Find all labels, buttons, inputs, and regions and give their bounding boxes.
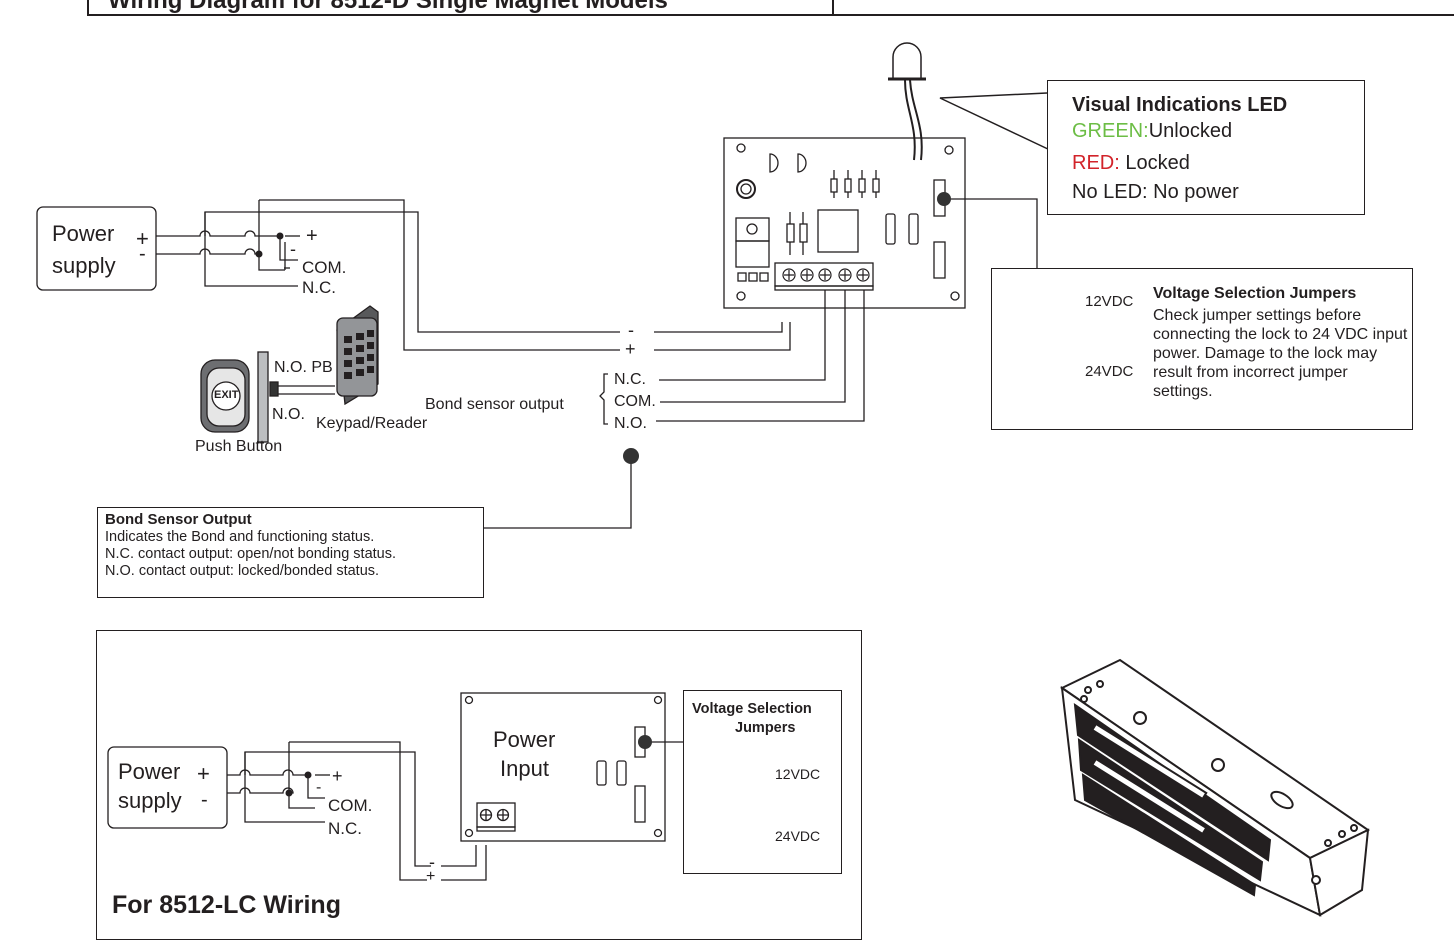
pb-no-label: N.O. PB (274, 359, 333, 376)
lc-terminal-plus: + (332, 766, 343, 786)
led-red-row: RED: Locked (1072, 152, 1190, 174)
terminal-plus: + (306, 225, 318, 247)
lc-power-supply-label: Power (118, 759, 181, 784)
supply-minus: - (139, 243, 146, 265)
keypad-device (336, 305, 379, 406)
power-supply-box (36, 206, 157, 291)
led-green-row: GREEN:Unlocked (1072, 120, 1232, 142)
supply-plus: + (136, 226, 149, 251)
bond-info-title: Bond Sensor Output (105, 511, 252, 528)
bus-minus: - (628, 320, 634, 340)
bond-term-nc: N.C. (614, 371, 646, 388)
pb-no2-label: N.O. (272, 406, 305, 423)
lc-board-label-1: Power (493, 727, 556, 752)
lc-terminal-nc: N.C. (328, 819, 362, 838)
title-box-right (832, 0, 1454, 16)
bond-marker-dot (623, 448, 639, 464)
jumper-24vdc: 24VDC (1085, 363, 1134, 380)
led-green-key: GREEN: (1072, 120, 1149, 142)
lc-bus-minus: - (429, 852, 435, 872)
led-none-row: No LED: No power (1072, 181, 1239, 203)
lc-supply-plus: + (197, 761, 210, 786)
terminal-nc: N.C. (302, 278, 336, 297)
bond-term-com: COM. (614, 393, 656, 410)
jumper-12vdc: 12VDC (1085, 293, 1134, 310)
led-red-value: Locked (1119, 152, 1190, 174)
power-supply-label: Power (52, 221, 115, 246)
bond-info-line1: Indicates the Bond and functioning statu… (105, 529, 375, 545)
lc-jumper-title-1: Voltage Selection (692, 701, 812, 717)
maglock-illustration (1060, 658, 1370, 917)
lc-board-label-2: Input (500, 756, 549, 781)
lc-jumper-12vdc: 12VDC (775, 766, 821, 782)
bus-plus: + (625, 339, 636, 359)
bond-info-line3: N.O. contact output: locked/bonded statu… (105, 563, 380, 579)
lc-terminal-com: COM. (328, 796, 373, 815)
lc-jumper-title-2: Jumpers (735, 720, 796, 736)
bond-info-box (97, 507, 484, 598)
lc-jumper-box (683, 690, 842, 874)
keypad-label: Keypad/Reader (316, 415, 428, 432)
led-green-value: Unlocked (1148, 120, 1233, 142)
led-callout-title: Visual Indications LED (1072, 94, 1288, 116)
jumper-info-title: Voltage Selection Jumpers (1153, 285, 1357, 302)
jumper-marker-dot (937, 192, 951, 206)
lc-bus-plus: + (426, 868, 436, 885)
lc-supply-minus: - (201, 789, 208, 811)
lc-jumper-dot (638, 735, 652, 749)
power-supply-label-2: supply (52, 253, 116, 278)
terminal-com: COM. (302, 258, 347, 277)
jumper-info-text: Check jumper settings before connecting … (1153, 307, 1408, 400)
page-title: Wiring Diagram for 8512-D Single Magnet … (108, 0, 668, 14)
jumper-info-box (991, 268, 1413, 430)
lc-caption: For 8512-LC Wiring (112, 891, 341, 919)
led-callout (1047, 80, 1365, 215)
terminal-minus: - (290, 239, 296, 259)
lc-jumper-24vdc: 24VDC (775, 828, 821, 844)
bond-info-line2: N.C. contact output: open/not bonding st… (105, 546, 396, 562)
exit-text: EXIT (214, 389, 239, 401)
push-button-label: Push Button (195, 438, 283, 455)
lc-wiring (107, 692, 683, 881)
bond-sensor-output-label: Bond sensor output (425, 396, 564, 413)
bond-term-no: N.O. (614, 415, 647, 432)
lc-terminal-minus: - (316, 779, 322, 796)
lc-power-supply-label-2: supply (118, 788, 182, 813)
push-button-device (200, 351, 335, 443)
controller-board (723, 137, 966, 309)
led-red-key: RED: (1072, 152, 1120, 174)
